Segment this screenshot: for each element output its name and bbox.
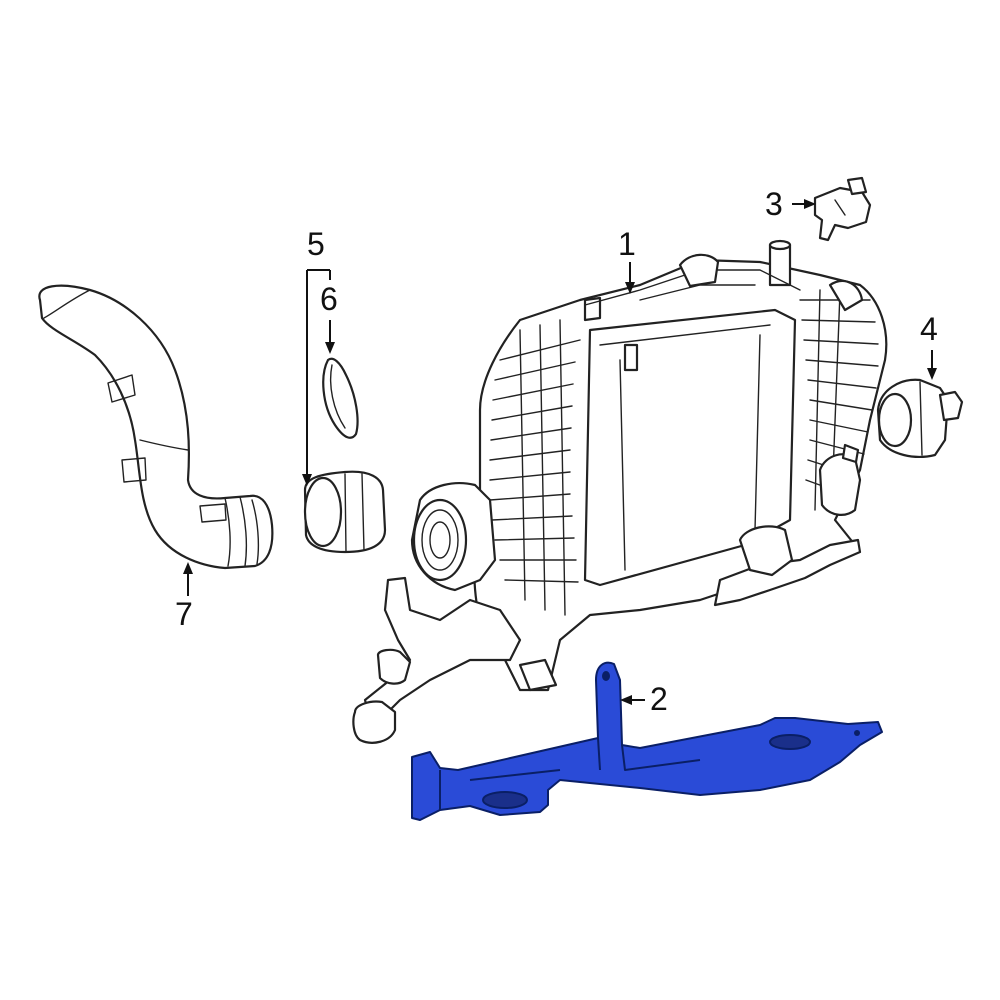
callout-7-label: 7 — [175, 596, 193, 632]
part-2-mounting-bracket[interactable] — [411, 661, 883, 821]
callout-1-arrow — [625, 262, 635, 294]
part-1-intercooler-assembly[interactable] — [352, 239, 888, 744]
callout-2-arrow — [620, 695, 645, 705]
callout-3-label: 3 — [765, 186, 783, 222]
callout-3-arrow — [792, 199, 816, 209]
callout-5-label: 5 — [307, 226, 325, 262]
part-3-sensor[interactable] — [813, 176, 872, 242]
part-5-coupler[interactable] — [303, 470, 387, 554]
part-6-clamp[interactable] — [322, 357, 359, 439]
callout-5-6-bracket — [302, 269, 335, 486]
part-7-charge-air-hose[interactable] — [38, 284, 274, 570]
part-4-valve[interactable] — [876, 378, 964, 458]
callout-4-label: 4 — [920, 311, 938, 347]
callout-1-label: 1 — [618, 226, 636, 262]
callout-7-arrow — [183, 562, 193, 596]
callout-6-label: 6 — [320, 281, 338, 317]
callout-4-arrow — [927, 350, 937, 380]
callout-2-label: 2 — [650, 681, 668, 717]
